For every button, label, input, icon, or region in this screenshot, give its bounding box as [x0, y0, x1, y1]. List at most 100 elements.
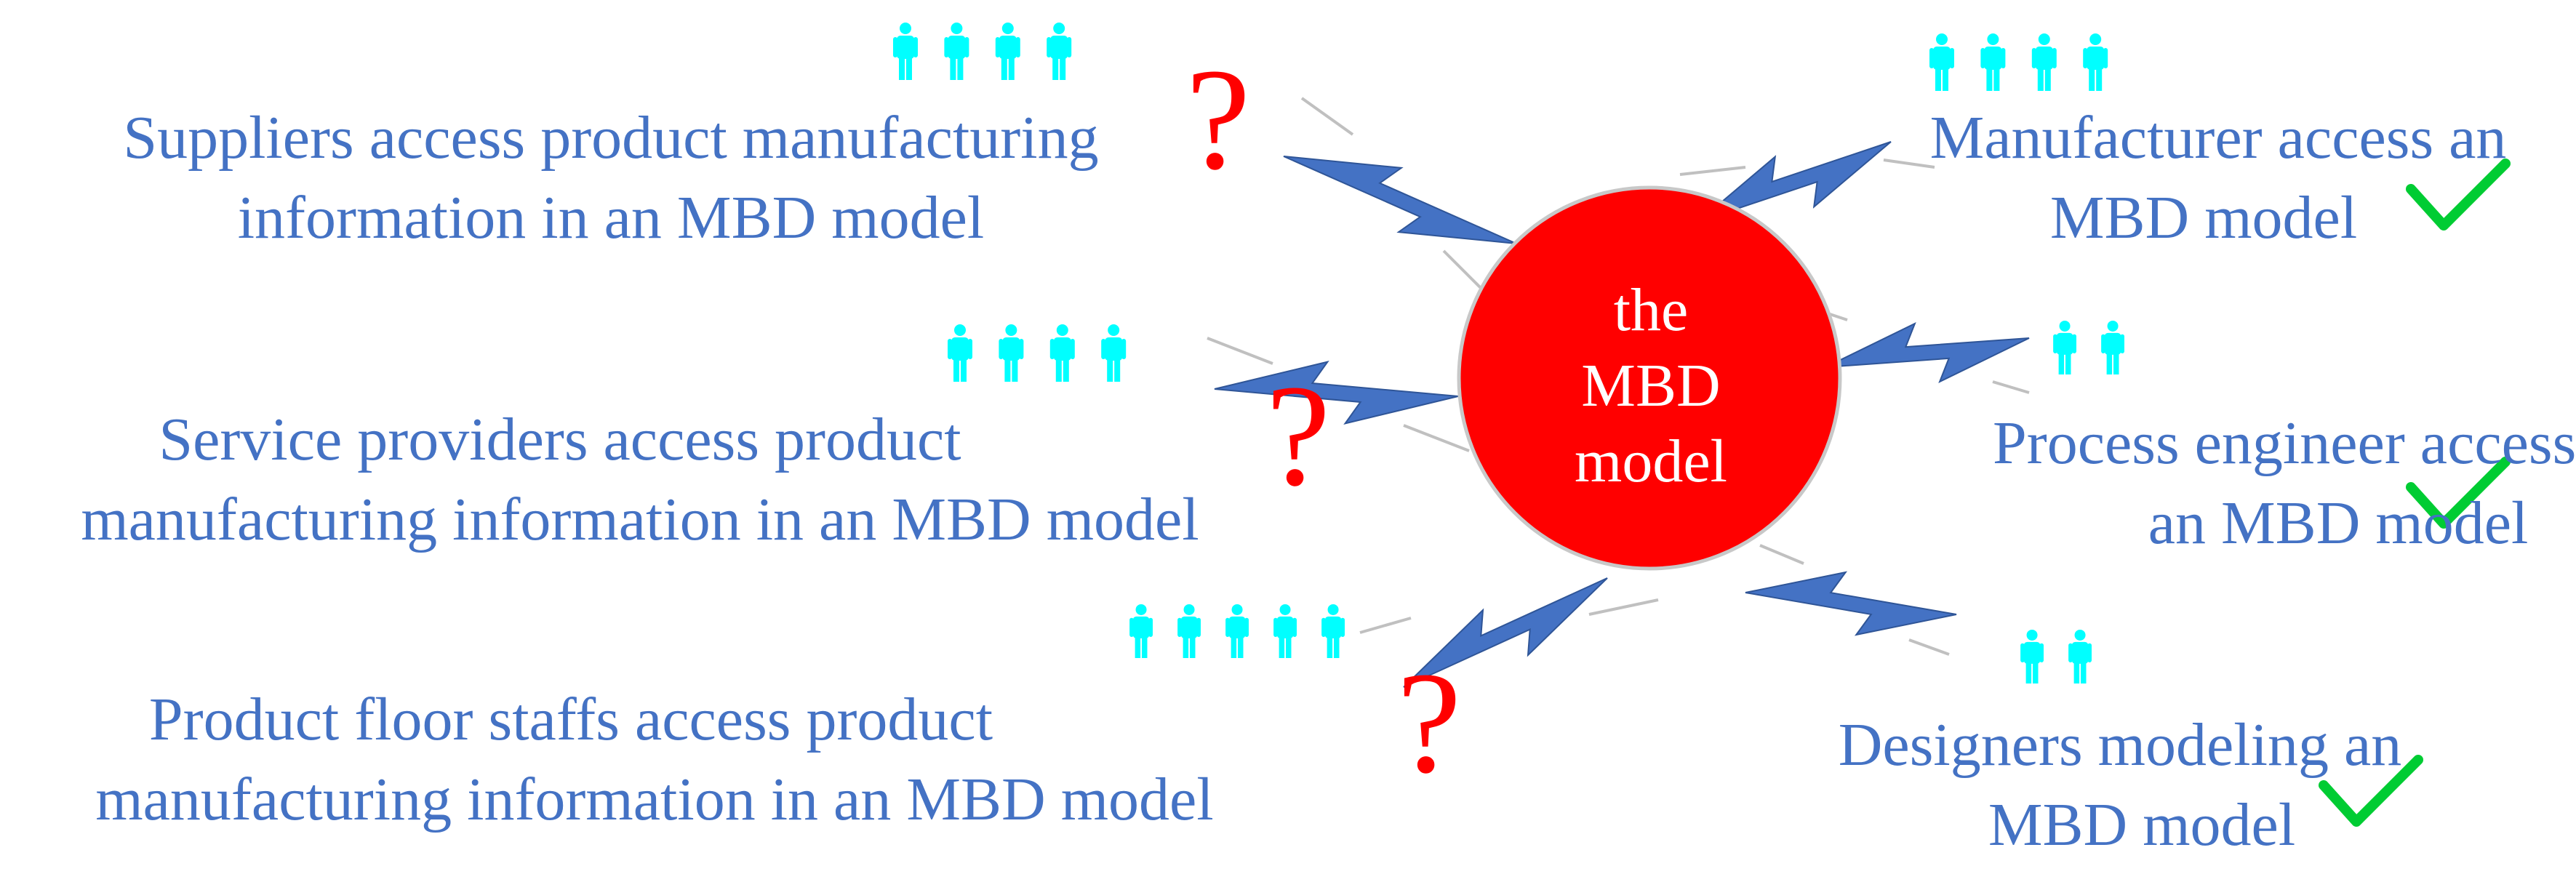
lightning-bolt-icon-suppliers [1283, 156, 1517, 244]
connector-line [1207, 337, 1273, 365]
person-icon [2068, 629, 2092, 683]
person-body [1050, 36, 1068, 59]
person-leg [957, 57, 964, 80]
person-body [1002, 337, 1020, 361]
person-arm [2001, 48, 2006, 68]
person-icon [944, 23, 969, 80]
person-leg [1052, 57, 1059, 80]
person-arm [2120, 334, 2124, 353]
person-head [1135, 604, 1147, 615]
person-head [2089, 33, 2102, 45]
person-leg [2096, 68, 2103, 91]
person-leg [1142, 636, 1148, 658]
question-mark-icon-service-providers: ? [1266, 356, 1331, 516]
person-body [1324, 616, 1342, 638]
status-marks: ??? [1186, 39, 2511, 827]
person-arm [1225, 617, 1230, 637]
person-leg [1008, 57, 1015, 80]
check-mark-icon-designers [2319, 755, 2423, 827]
person-leg [1943, 68, 1948, 91]
person-head [2059, 320, 2071, 332]
person-leg [953, 358, 959, 382]
center-label-line-3: model [1575, 428, 1727, 495]
person-leg [1004, 358, 1011, 382]
person-leg [2025, 662, 2032, 683]
person-icon [1225, 604, 1249, 658]
node-label-line: Process engineer access [1993, 409, 2576, 477]
person-arm [1340, 617, 1345, 637]
node-label-line: Designers modeling an [1838, 711, 2402, 779]
person-body [1984, 47, 2002, 70]
person-leg [2044, 68, 2051, 91]
person-head [1183, 604, 1195, 615]
center-circle [1457, 185, 1842, 571]
person-arm [1070, 339, 1075, 359]
person-icon [1101, 324, 1127, 382]
person-head [2026, 629, 2038, 641]
person-body [999, 36, 1017, 59]
people-group-process-engineer [2053, 320, 2124, 374]
person-icon [1321, 604, 1345, 658]
person-head [900, 23, 911, 34]
person-icon [1047, 23, 1072, 80]
person-leg [1286, 636, 1292, 658]
person-leg [1060, 57, 1066, 80]
node-label-manufacturer: Manufacturer access an MBD model [1891, 98, 2545, 258]
person-icon [2053, 320, 2076, 374]
person-arm [2083, 48, 2088, 68]
person-arm [2087, 643, 2092, 662]
person-body [2087, 47, 2105, 70]
person-arm [1980, 48, 1985, 68]
person-arm [1129, 617, 1134, 637]
person-arm [2052, 48, 2057, 68]
person-icon [1177, 604, 1201, 658]
person-leg [1114, 358, 1121, 382]
person-head [954, 324, 966, 336]
person-arm [948, 339, 952, 359]
person-arm [1047, 37, 1052, 57]
node-label-line: an MBD model [2148, 489, 2529, 557]
person-leg [1327, 636, 1333, 658]
center-label: the MBD model [1469, 273, 1833, 500]
person-arm [2031, 48, 2036, 68]
person-arm [1015, 37, 1020, 57]
node-label-line: Manufacturer access an [1929, 104, 2507, 172]
person-arm [2072, 334, 2076, 353]
person-leg [1190, 636, 1196, 658]
person-arm [1950, 48, 1954, 68]
node-label-line: Product floor staffs access product [148, 686, 993, 753]
person-arm [1929, 48, 1934, 68]
person-body [1228, 616, 1246, 638]
person-body [897, 36, 914, 59]
person-icon [1049, 324, 1075, 382]
person-arm [999, 339, 1004, 359]
person-head [1279, 604, 1291, 615]
person-leg [1334, 636, 1340, 658]
person-head [951, 23, 963, 34]
person-leg [1055, 358, 1062, 382]
person-arm [968, 339, 972, 359]
person-arm [1101, 339, 1106, 359]
node-label-suppliers: Suppliers access product manufacturing i… [58, 98, 1164, 258]
person-leg [2089, 68, 2095, 91]
person-leg [1012, 358, 1018, 382]
person-leg [1063, 358, 1069, 382]
check-mark-icon-manufacturer [2406, 159, 2511, 230]
person-arm [2068, 643, 2073, 662]
person-leg [2081, 662, 2087, 683]
person-body [948, 36, 966, 59]
person-head [1056, 324, 1068, 336]
person-arm [995, 37, 1000, 57]
person-body [1105, 337, 1123, 361]
person-icon [2083, 33, 2108, 91]
person-leg [1001, 57, 1007, 80]
connector-line [1442, 249, 1485, 292]
person-leg [2033, 662, 2039, 683]
question-mark-icon-floor-staffs: ? [1397, 643, 1462, 803]
person-head [1108, 324, 1120, 336]
person-arm [1067, 37, 1072, 57]
person-arm [1196, 617, 1201, 637]
person-leg [961, 358, 967, 382]
lightning-bolt-icon-manufacturer [1697, 141, 1892, 222]
person-arm [1244, 617, 1249, 637]
